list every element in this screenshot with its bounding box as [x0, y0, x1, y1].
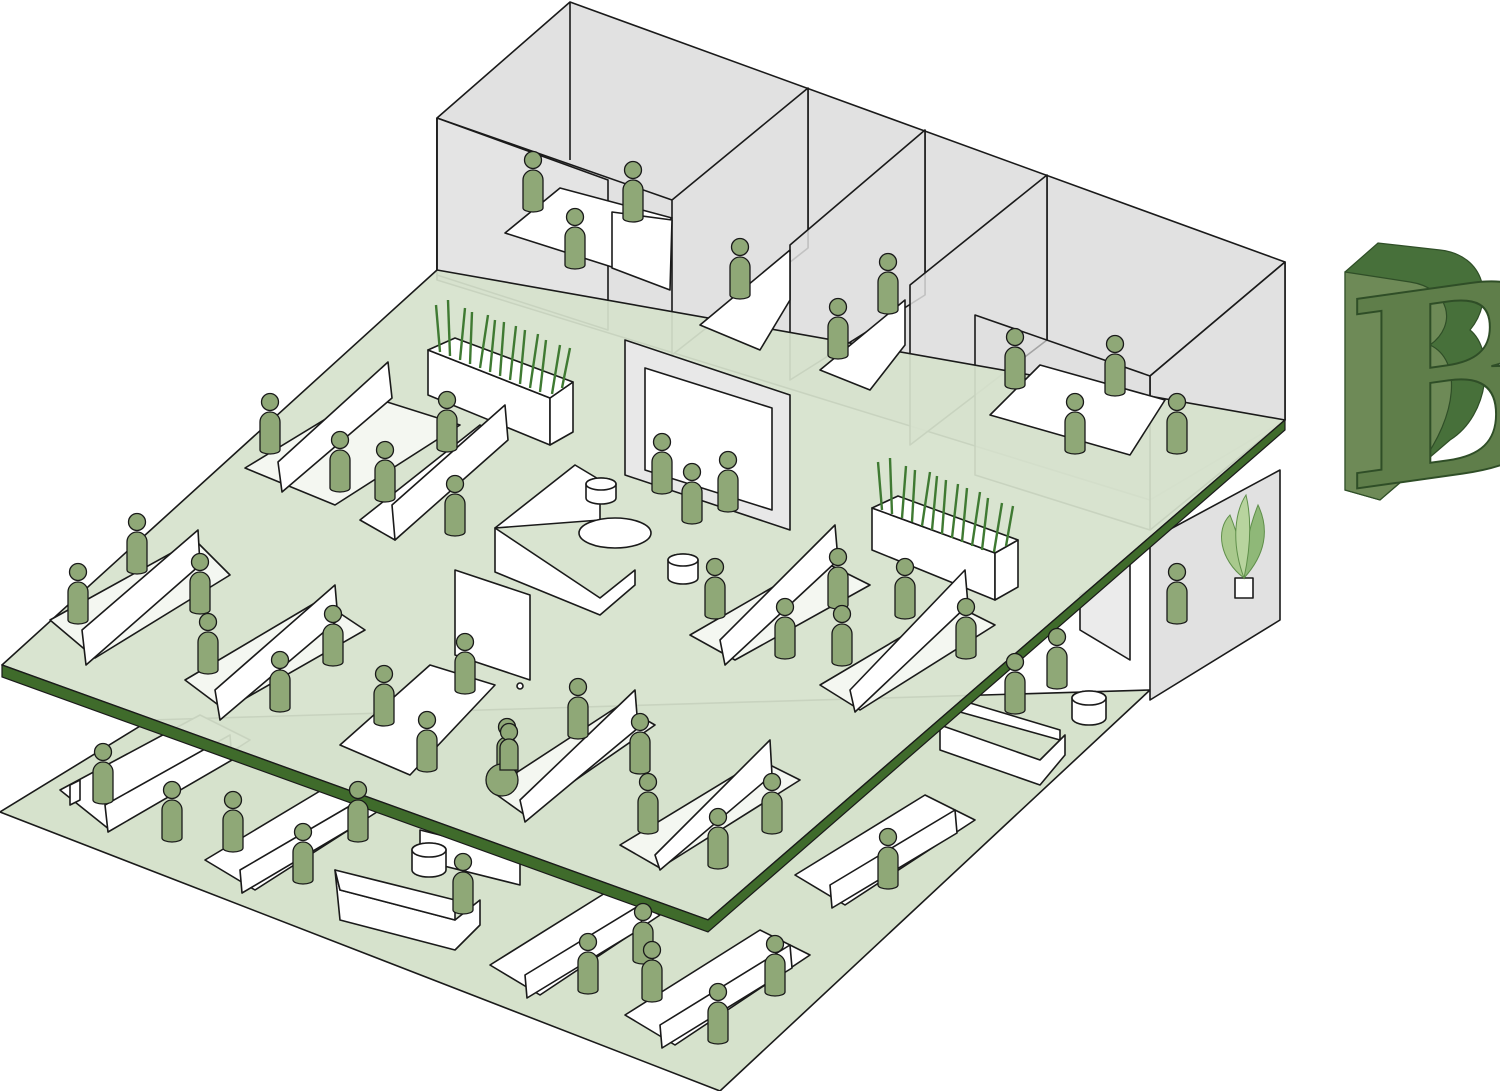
plant-icon — [434, 299, 572, 395]
person-icon — [161, 780, 183, 843]
plant-icon — [1221, 493, 1265, 599]
person-icon — [126, 512, 148, 575]
person-icon — [329, 430, 351, 493]
people-layer — [67, 150, 1188, 1045]
letter-b: B — [1345, 215, 1500, 551]
person-icon — [444, 474, 466, 537]
person-icon — [567, 677, 589, 740]
person-icon — [774, 597, 796, 660]
person-icon — [67, 562, 89, 625]
person-icon — [764, 934, 786, 997]
person-icon — [189, 552, 211, 615]
wheelchair-user-icon — [485, 722, 519, 797]
upper-desk-cluster-4 — [489, 689, 656, 823]
upper-desk-cluster-1 — [244, 361, 509, 541]
person-icon — [452, 852, 474, 915]
stool-icon — [585, 477, 617, 505]
sofa-icon — [334, 869, 481, 951]
desk-icon — [819, 299, 906, 391]
floor-letter: B — [1344, 214, 1500, 552]
person-icon — [894, 557, 916, 620]
person-icon — [629, 712, 651, 775]
person-icon — [436, 390, 458, 453]
person-icon — [651, 432, 673, 495]
person-icon — [717, 450, 739, 513]
letter-front — [1344, 271, 1453, 501]
upper-floor-edge — [1, 418, 1286, 933]
person-icon — [269, 650, 291, 713]
person-icon — [1004, 652, 1026, 715]
planter-icon — [427, 299, 574, 446]
coffee-table — [578, 517, 652, 549]
sofa-icon — [939, 699, 1066, 786]
stool-icon — [411, 842, 447, 878]
person-icon — [877, 252, 899, 315]
person-icon — [292, 822, 314, 885]
person-icon — [373, 664, 395, 727]
person-icon — [827, 547, 849, 610]
person-icon — [1046, 627, 1068, 690]
person-icon — [622, 160, 644, 223]
plant-icon — [876, 457, 1015, 553]
person-icon — [1004, 327, 1026, 390]
person-icon — [827, 297, 849, 360]
whiteboard — [454, 569, 531, 690]
person-icon — [522, 150, 544, 213]
person-icon — [707, 807, 729, 870]
person-icon — [374, 440, 396, 503]
person-icon — [1166, 392, 1188, 455]
person-icon — [637, 772, 659, 835]
person-icon — [1104, 334, 1126, 397]
stool-icon — [1071, 690, 1107, 726]
person-icon — [1166, 562, 1188, 625]
person-icon — [259, 392, 281, 455]
upper-floor — [1, 1, 1286, 933]
person-icon — [877, 827, 899, 890]
person-icon — [92, 742, 114, 805]
person-icon — [347, 780, 369, 843]
person-icon — [704, 557, 726, 620]
person-icon — [577, 932, 599, 995]
person-icon — [1064, 392, 1086, 455]
person-icon — [197, 612, 219, 675]
desk-icon — [699, 249, 791, 351]
person-icon — [222, 790, 244, 853]
person-icon — [761, 772, 783, 835]
person-icon — [955, 597, 977, 660]
person-icon — [681, 462, 703, 525]
stool-icon — [667, 553, 699, 585]
person-icon — [641, 940, 663, 1003]
person-icon — [831, 604, 853, 667]
person-icon — [322, 604, 344, 667]
person-icon — [454, 632, 476, 695]
person-icon — [416, 710, 438, 773]
person-icon — [707, 982, 729, 1045]
person-icon — [729, 237, 751, 300]
person-icon — [564, 207, 586, 270]
